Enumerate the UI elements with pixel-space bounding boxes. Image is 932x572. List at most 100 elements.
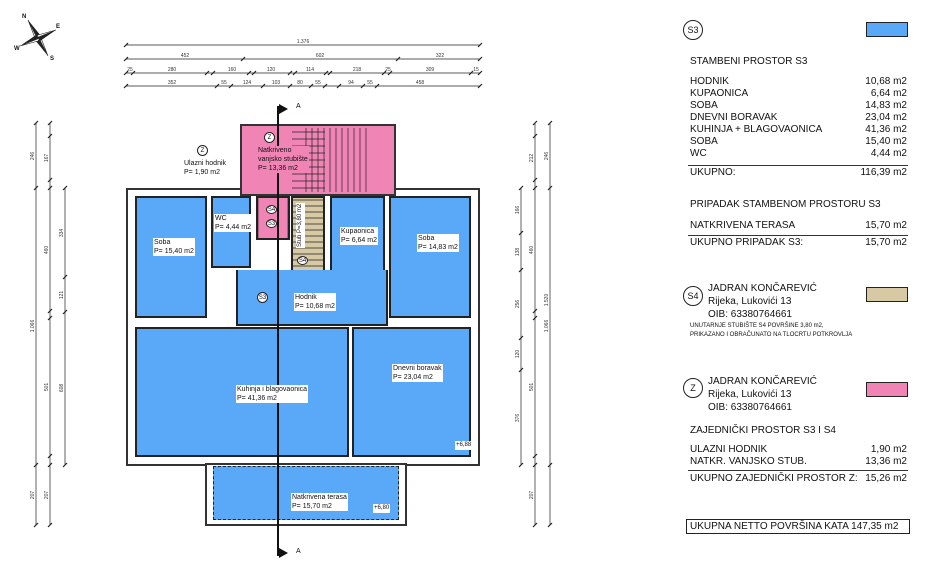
legend-s3-row-label: KUHINJA + BLAGOVAONICA bbox=[690, 124, 823, 135]
dimension-label: 608 bbox=[59, 384, 65, 393]
legend-z-total-label: UKUPNO ZAJEDNIČKI PROSTOR Z: bbox=[690, 473, 858, 484]
dimension-line bbox=[532, 308, 538, 314]
dimension-line bbox=[532, 133, 538, 139]
dimension-label: 376 bbox=[515, 414, 521, 423]
dimension-label: 256 bbox=[515, 300, 521, 309]
legend-annex-label: NATKRIVENA TERASA bbox=[690, 220, 796, 231]
legend-tag-s3: S3 bbox=[683, 20, 703, 40]
dimension-line bbox=[327, 70, 333, 76]
legend-s3-row-value: 14,83 m2 bbox=[865, 100, 907, 111]
dimension-label: 167 bbox=[44, 154, 50, 163]
legend-s3-row-label: SOBA bbox=[690, 136, 718, 147]
legend-s3-row-label: HODNIK bbox=[690, 76, 729, 87]
dimension-line bbox=[47, 308, 53, 314]
section-line bbox=[277, 106, 279, 556]
tag-s4: S4 bbox=[266, 205, 277, 214]
legend-s4-oib: OIB: 63380764661 bbox=[708, 309, 792, 320]
legend-annex-value: 15,70 m2 bbox=[865, 220, 907, 231]
dimension-line bbox=[532, 315, 538, 321]
dimension-label: 280 bbox=[168, 67, 177, 73]
dimension-line bbox=[387, 70, 393, 76]
dimension-label: 458 bbox=[416, 80, 425, 86]
dimension-line bbox=[228, 83, 234, 89]
legend-s3-row-value: 23,04 m2 bbox=[865, 112, 907, 123]
dimension-label: 114 bbox=[306, 67, 314, 73]
dimension-label: 1.520 bbox=[544, 294, 550, 307]
compass-rose-icon: N E W S bbox=[14, 14, 62, 62]
legend-s3-row-value: 41,36 m2 bbox=[865, 124, 907, 135]
dimension-line bbox=[62, 185, 68, 191]
dimension-line bbox=[47, 462, 53, 468]
dimension-line bbox=[518, 185, 524, 191]
dimension-line bbox=[47, 177, 53, 183]
dimension-line bbox=[468, 70, 474, 76]
dimension-line bbox=[518, 335, 524, 341]
dimension-label: 120 bbox=[267, 67, 276, 73]
dimension-label: 15 bbox=[473, 67, 479, 73]
dimension-label: 246 bbox=[30, 152, 36, 161]
compass-n: N bbox=[22, 14, 27, 20]
tag-z: Z bbox=[264, 132, 275, 143]
compass-s: S bbox=[50, 56, 55, 62]
dimension-label: 138 bbox=[515, 248, 521, 257]
legend-s4-note: UNUTARNJE STUBIŠTE S4 POVRŠINE 3,80 m2, bbox=[690, 323, 824, 329]
legend-s3-total-value: 116,39 m2 bbox=[860, 167, 907, 178]
legend-annex-total-value: 15,70 m2 bbox=[865, 237, 907, 248]
dimension-label: 501 bbox=[44, 383, 50, 392]
dimension-label: 322 bbox=[436, 53, 445, 59]
dimension-line bbox=[532, 522, 538, 528]
legend-s3-total-label: UKUPNO: bbox=[690, 167, 736, 178]
dimension-line bbox=[123, 70, 129, 76]
legend-z-row-value: 1,90 m2 bbox=[870, 444, 907, 455]
section-arrow-icon bbox=[279, 104, 288, 114]
dimension-label: 1.066 bbox=[544, 320, 550, 333]
dimension-label: 452 bbox=[181, 53, 190, 59]
dimension-label: 160 bbox=[228, 67, 237, 73]
legend-z-row-label: ULAZNI HODNIK bbox=[690, 444, 768, 455]
level-mark: +6,80 bbox=[373, 504, 391, 513]
legend-s4-owner: JADRAN KONČAREVIĆ bbox=[708, 283, 817, 294]
legend-s3-row-value: 10,68 m2 bbox=[865, 76, 907, 87]
legend-swatch-s3 bbox=[866, 22, 908, 37]
compass-w: W bbox=[14, 46, 20, 52]
dimension-label: 501 bbox=[529, 383, 535, 392]
dimension-line bbox=[33, 522, 39, 528]
dimension-label: 334 bbox=[59, 229, 65, 238]
dimension-line bbox=[47, 453, 53, 459]
dimension-line bbox=[287, 70, 293, 76]
dimension-line bbox=[374, 83, 380, 89]
tag-s4: S4 bbox=[297, 256, 308, 265]
dimension-label: 124 bbox=[243, 80, 252, 86]
dimension-line bbox=[532, 177, 538, 183]
dimension-label: 460 bbox=[44, 246, 50, 255]
legend-annex-total-label: UKUPNO PRIPADAK S3: bbox=[690, 237, 804, 248]
legend-s4-address: Rijeka, Lukovići 13 bbox=[708, 296, 792, 307]
dimension-line bbox=[323, 70, 329, 76]
tag-s3: S3 bbox=[266, 219, 277, 228]
dimension-line bbox=[477, 56, 483, 62]
level-mark: +6,88 bbox=[455, 441, 473, 450]
dimension-line bbox=[477, 83, 483, 89]
dimension-line bbox=[47, 120, 53, 126]
dimension-label: 94 bbox=[348, 80, 354, 86]
dimension-label: 55 bbox=[367, 80, 373, 86]
dimension-line bbox=[214, 83, 220, 89]
legend-tag-z: Z bbox=[683, 378, 703, 398]
dimension-label: 80 bbox=[297, 80, 303, 86]
divider bbox=[688, 235, 908, 236]
legend-s3-row-value: 4,44 m2 bbox=[870, 148, 907, 159]
dimension-line bbox=[477, 70, 483, 76]
dimension-label: 207 bbox=[30, 491, 36, 500]
dimension-line bbox=[308, 83, 314, 89]
legend-s3-row-value: 6,64 m2 bbox=[870, 88, 907, 99]
dimension-line bbox=[246, 70, 252, 76]
dimension-line bbox=[532, 120, 538, 126]
dimension-label: 309 bbox=[426, 67, 435, 73]
compass-e: E bbox=[56, 24, 61, 30]
legend-z-total-value: 15,26 m2 bbox=[865, 473, 907, 484]
legend-s3-row-label: SOBA bbox=[690, 100, 718, 111]
